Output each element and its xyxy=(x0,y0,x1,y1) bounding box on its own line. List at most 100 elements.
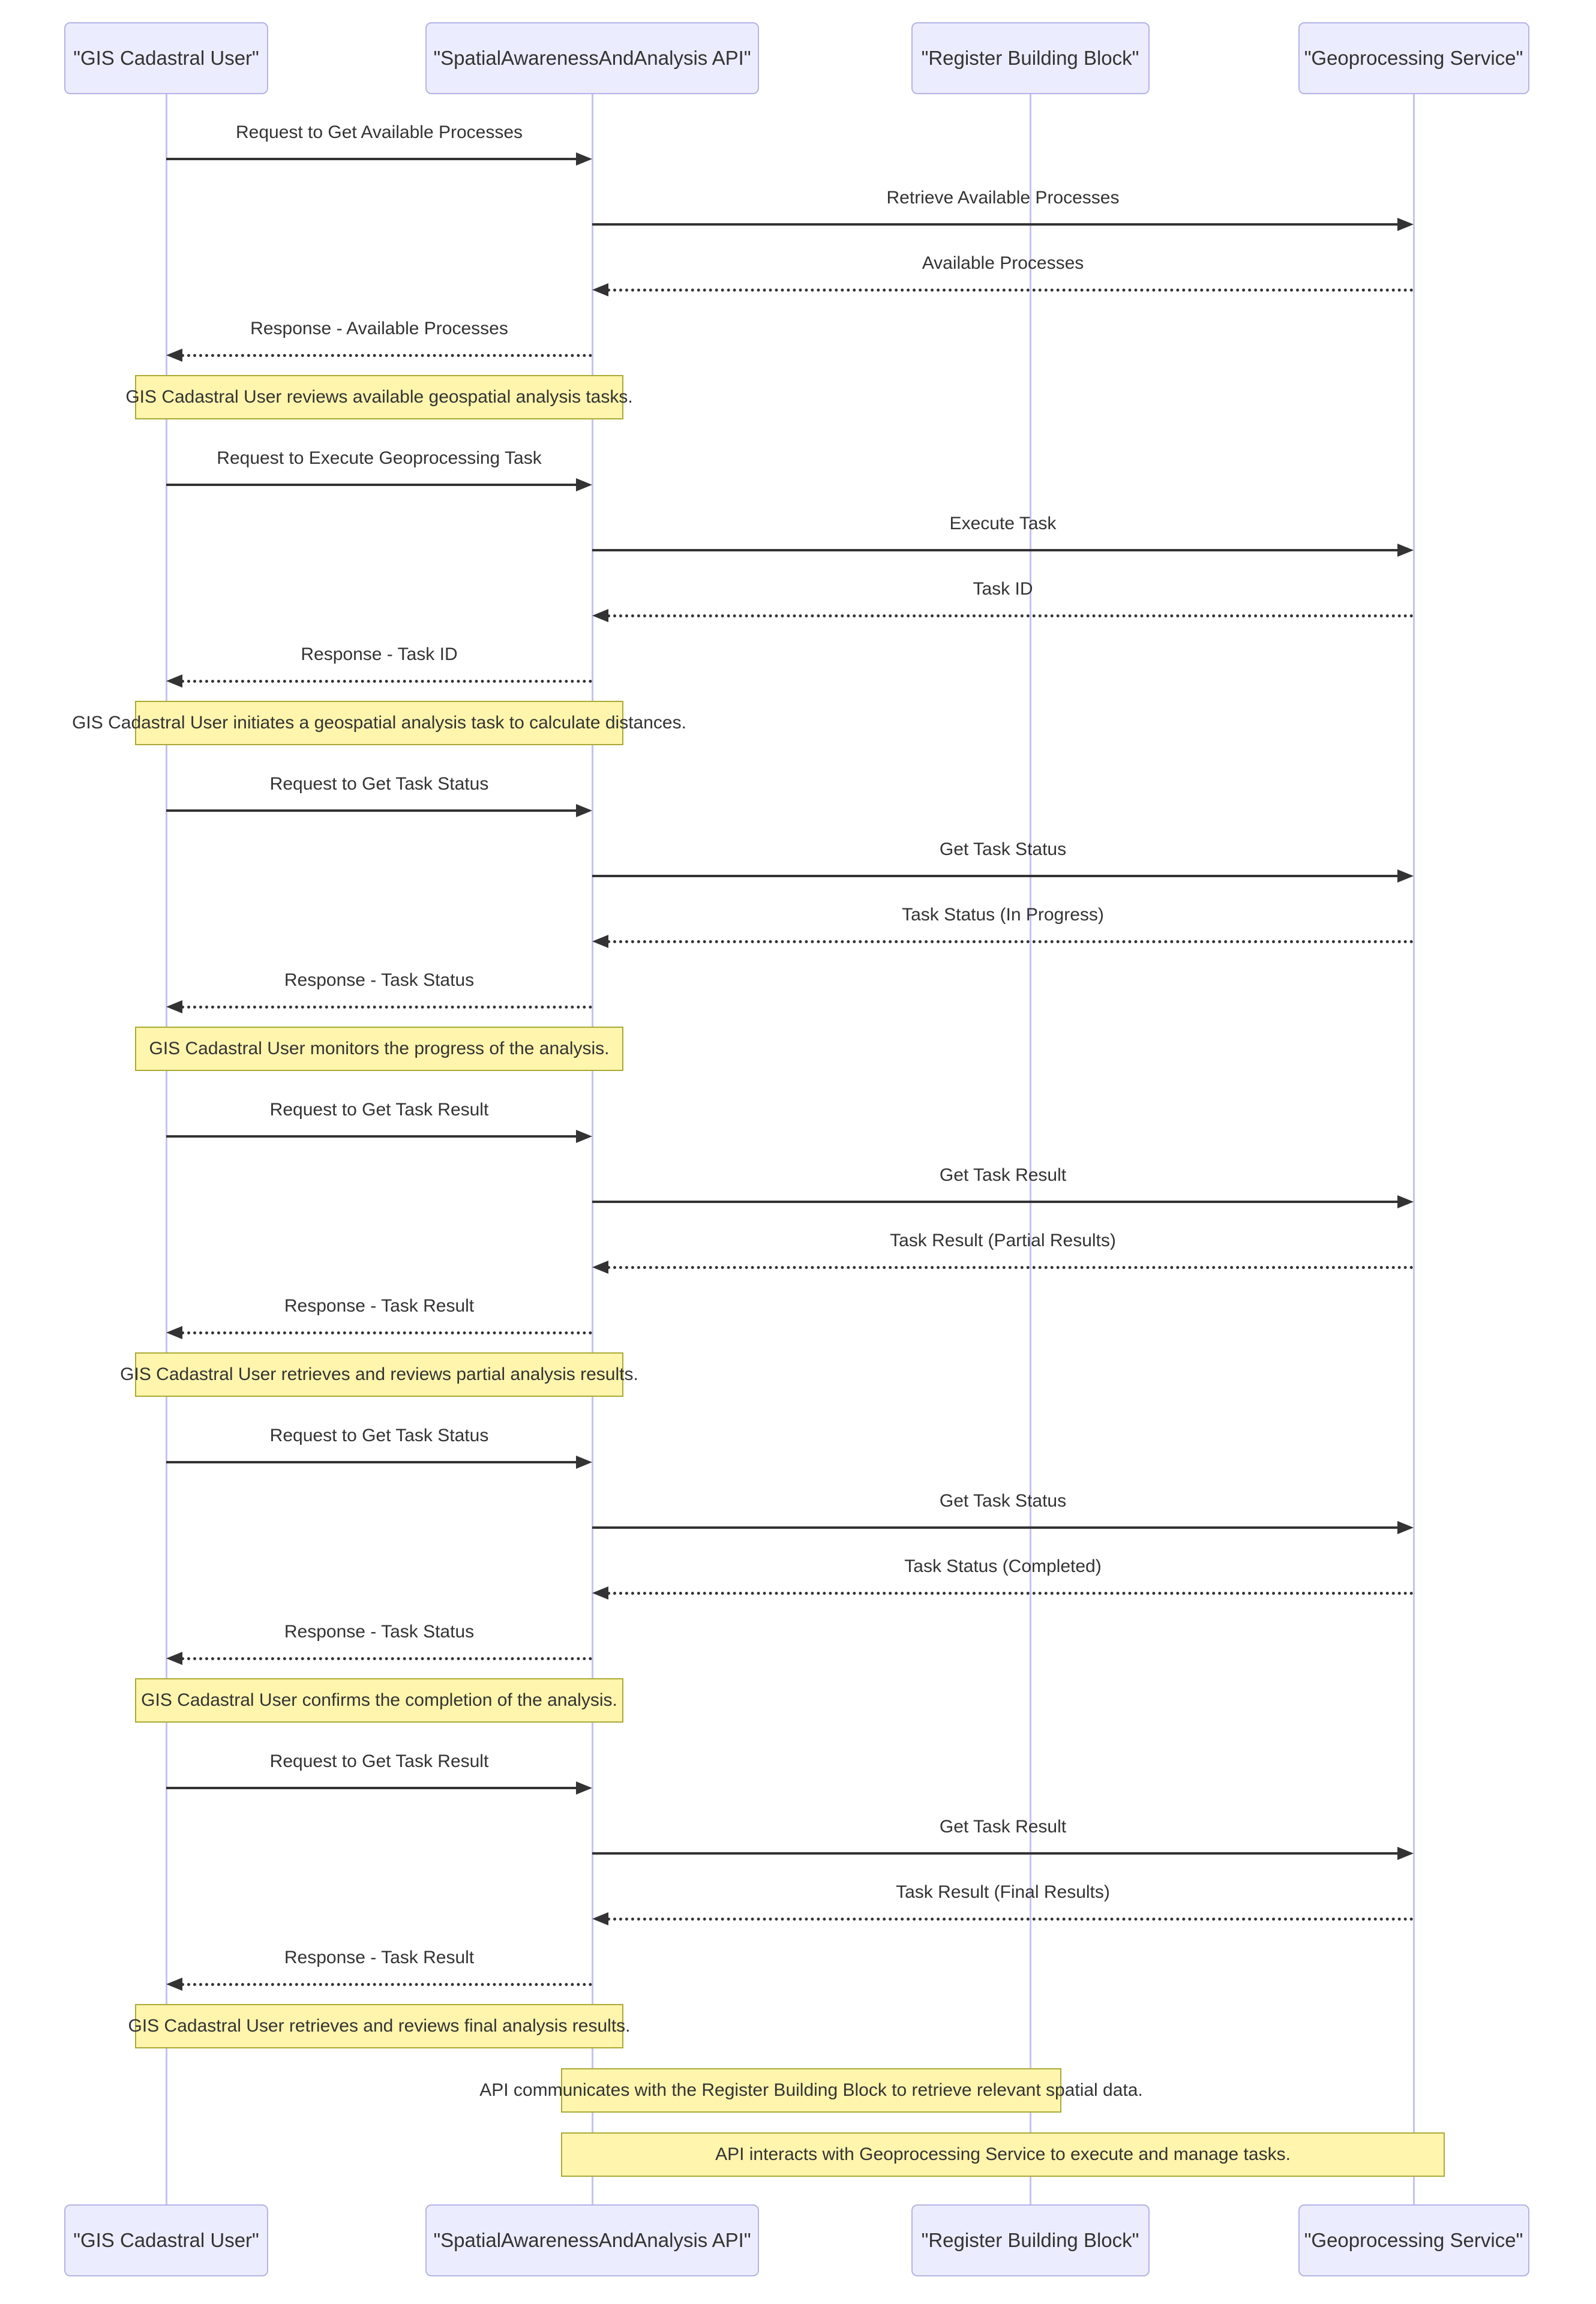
participant-box-top-geo: "Geoprocessing Service" xyxy=(1298,22,1529,94)
arrowhead-icon xyxy=(592,1586,608,1600)
participant-box-bottom-api: "SpatialAwarenessAndAnalysis API" xyxy=(425,2204,759,2276)
message-label: Request to Get Task Status xyxy=(269,1426,489,1445)
note-label: API communicates with the Register Build… xyxy=(479,2080,1143,2100)
note-label: GIS Cadastral User monitors the progress… xyxy=(149,1039,610,1058)
message-line xyxy=(181,1331,592,1334)
message-line xyxy=(181,679,592,683)
participant-lifeline-register xyxy=(1029,94,1031,2204)
participant-label: "Register Building Block" xyxy=(921,2229,1139,2251)
arrowhead-icon xyxy=(592,1912,608,1925)
note: GIS Cadastral User reviews available geo… xyxy=(125,375,633,419)
message-line xyxy=(607,1917,1414,1921)
arrowhead-icon xyxy=(1397,218,1414,231)
arrowhead-icon xyxy=(1397,1847,1414,1860)
arrowhead-icon xyxy=(576,804,592,817)
message-line xyxy=(592,1852,1399,1855)
arrowhead-icon xyxy=(576,1456,592,1469)
arrowhead-icon xyxy=(166,349,182,362)
message-label: Task Status (In Progress) xyxy=(902,905,1104,925)
message-line xyxy=(607,288,1414,292)
participant-label: "Geoprocessing Service" xyxy=(1304,2229,1523,2251)
message-line xyxy=(181,1982,592,1986)
note: GIS Cadastral User retrieves and reviews… xyxy=(128,2004,631,2048)
participant-label: "Register Building Block" xyxy=(921,47,1139,69)
message-line xyxy=(592,1201,1399,1203)
message-label: Response - Available Processes xyxy=(250,319,508,338)
note-label: GIS Cadastral User retrieves and reviews… xyxy=(120,1364,638,1384)
message-label: Available Processes xyxy=(922,253,1084,273)
message-line xyxy=(592,1526,1399,1529)
participant-label: "SpatialAwarenessAndAnalysis API" xyxy=(433,2229,751,2251)
message-line xyxy=(592,875,1399,877)
arrowhead-icon xyxy=(576,1781,592,1795)
note: GIS Cadastral User initiates a geospatia… xyxy=(72,701,686,745)
message-label: Request to Execute Geoprocessing Task xyxy=(217,448,542,468)
message-line xyxy=(166,1135,577,1138)
participant-label: "Geoprocessing Service" xyxy=(1304,47,1523,69)
arrowhead-icon xyxy=(576,1130,592,1143)
message-label: Request to Get Task Status xyxy=(269,774,489,794)
arrowhead-icon xyxy=(576,152,592,166)
message-label: Task Result (Partial Results) xyxy=(890,1231,1116,1250)
participant-lifeline-geo xyxy=(1412,94,1415,2204)
message-label: Get Task Result xyxy=(939,1817,1067,1837)
note-label: GIS Cadastral User retrieves and reviews… xyxy=(128,2016,631,2036)
message-label: Response - Task Status xyxy=(284,970,475,990)
arrowhead-icon xyxy=(1397,1521,1414,1534)
arrowhead-icon xyxy=(576,478,592,491)
message-label: Request to Get Task Result xyxy=(269,1751,489,1771)
participant-box-top-user: "GIS Cadastral User" xyxy=(64,22,268,94)
message-label: Get Task Result xyxy=(939,1165,1067,1185)
participant-box-bottom-register: "Register Building Block" xyxy=(911,2204,1150,2276)
message-label: Task Status (Completed) xyxy=(904,1556,1102,1576)
message-label: Get Task Status xyxy=(939,839,1067,859)
message-label: Task Result (Final Results) xyxy=(896,1882,1110,1902)
participant-label: "GIS Cadastral User" xyxy=(73,47,259,69)
message-line xyxy=(607,1265,1414,1269)
message-line xyxy=(607,614,1414,617)
message-label: Request to Get Available Processes xyxy=(235,122,523,142)
participant-box-bottom-user: "GIS Cadastral User" xyxy=(64,2204,268,2276)
message-line xyxy=(166,484,577,486)
message-label: Response - Task Result xyxy=(284,1948,475,1967)
arrowhead-icon xyxy=(592,609,608,622)
arrowhead-icon xyxy=(592,1261,608,1274)
note-label: GIS Cadastral User confirms the completi… xyxy=(141,1690,617,1710)
message-line xyxy=(181,1005,592,1009)
message-label: Response - Task Status xyxy=(284,1622,475,1642)
arrowhead-icon xyxy=(166,1326,182,1339)
note: GIS Cadastral User retrieves and reviews… xyxy=(120,1352,638,1397)
arrowhead-icon xyxy=(166,1978,182,1991)
arrowhead-icon xyxy=(592,283,608,296)
note: GIS Cadastral User confirms the completi… xyxy=(135,1678,623,1723)
note-label: GIS Cadastral User reviews available geo… xyxy=(125,387,633,407)
message-label: Task ID xyxy=(973,579,1033,599)
participant-lifeline-user xyxy=(165,94,167,2204)
arrowhead-icon xyxy=(1397,544,1414,557)
message-label: Get Task Status xyxy=(939,1491,1067,1511)
message-line xyxy=(166,809,577,812)
note-label: API interacts with Geoprocessing Service… xyxy=(715,2144,1291,2164)
arrowhead-icon xyxy=(592,935,608,948)
message-line xyxy=(166,1461,577,1463)
message-line xyxy=(592,223,1399,226)
message-line xyxy=(166,1787,577,1789)
message-line xyxy=(607,1591,1414,1595)
message-label: Retrieve Available Processes xyxy=(886,188,1120,208)
note: API communicates with the Register Build… xyxy=(479,2068,1143,2113)
participant-label: "SpatialAwarenessAndAnalysis API" xyxy=(433,47,751,69)
participant-label: "GIS Cadastral User" xyxy=(73,2229,259,2251)
participant-lifeline-api xyxy=(591,94,593,2204)
message-label: Request to Get Task Result xyxy=(269,1100,489,1120)
participant-box-bottom-geo: "Geoprocessing Service" xyxy=(1298,2204,1529,2276)
arrowhead-icon xyxy=(1397,869,1414,883)
message-label: Response - Task ID xyxy=(301,644,458,664)
note: API interacts with Geoprocessing Service… xyxy=(561,2132,1445,2177)
message-label: Execute Task xyxy=(949,514,1057,533)
message-line xyxy=(166,158,577,160)
message-line xyxy=(181,353,592,357)
arrowhead-icon xyxy=(166,1652,182,1665)
message-line xyxy=(607,940,1414,943)
participant-box-top-api: "SpatialAwarenessAndAnalysis API" xyxy=(425,22,759,94)
